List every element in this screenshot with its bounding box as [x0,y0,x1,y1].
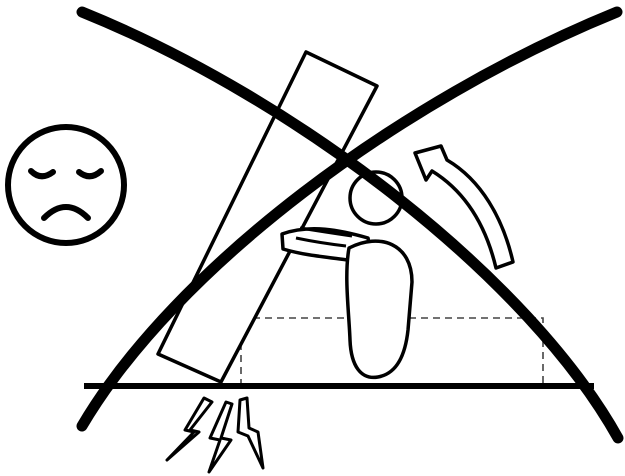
sad-face-icon [5,124,127,246]
lightning-bolt-icon [165,396,265,474]
curved-arrow-icon [413,144,515,270]
cross-out-icon [76,6,624,444]
